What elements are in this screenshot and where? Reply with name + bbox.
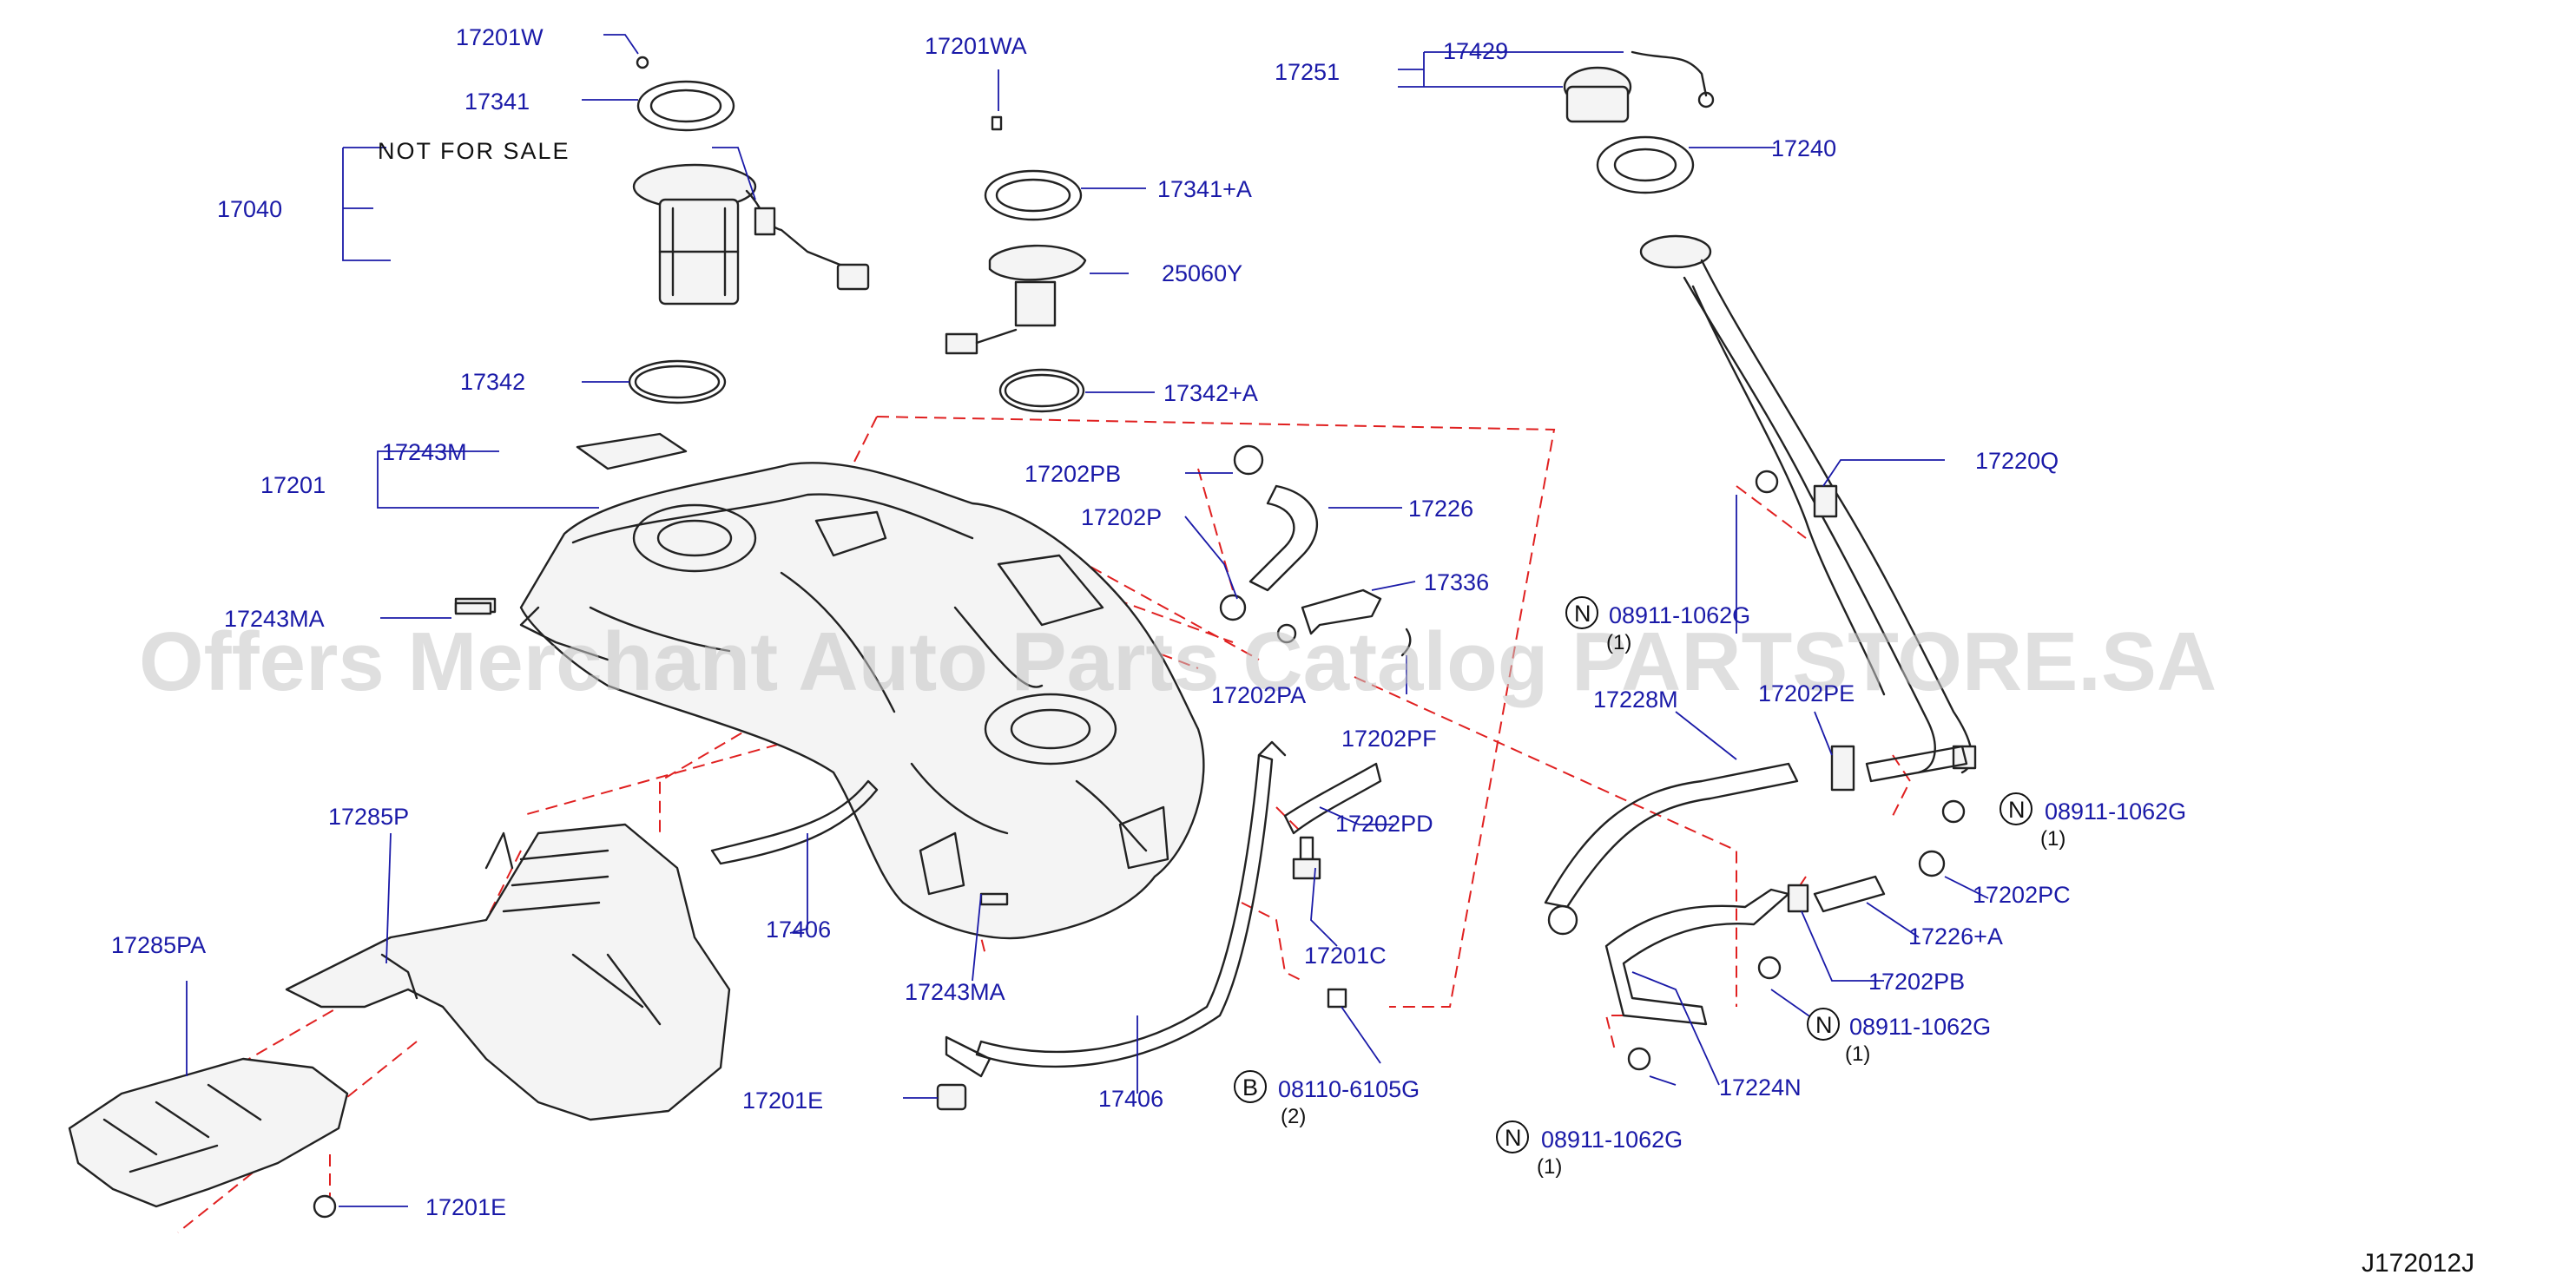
label-17226[interactable]: 17226	[1408, 496, 1473, 522]
label-17240[interactable]: 17240	[1771, 135, 1836, 161]
label-17341A[interactable]: 17341+A	[1157, 176, 1252, 202]
badge-b-letter: B	[1242, 1074, 1258, 1101]
label-17202P[interactable]: 17202P	[1081, 504, 1162, 530]
label-08110: 08110-6105G	[1278, 1076, 1420, 1102]
badge-n-icon	[2000, 792, 2032, 825]
badge-n-letter: N	[2008, 797, 2026, 823]
label-17202PB-top[interactable]: 17202PB	[1024, 461, 1121, 487]
qty-08911-c: (1)	[1845, 1042, 1870, 1066]
hoses-drawing	[1219, 444, 1968, 1026]
label-17285PA[interactable]: 17285PA	[111, 932, 206, 958]
label-17202PB-bottom[interactable]: 17202PB	[1868, 969, 1965, 995]
label-17243MA-left[interactable]: 17243MA	[224, 606, 325, 632]
label-17341[interactable]: 17341	[464, 89, 530, 115]
diagram-code: J172012J	[2362, 1249, 2474, 1278]
label-17285P[interactable]: 17285P	[328, 804, 409, 830]
label-17202PD[interactable]: 17202PD	[1335, 811, 1433, 837]
label-08911-d: 08911-1062G	[1541, 1127, 1683, 1153]
label-17342A[interactable]: 17342+A	[1163, 380, 1258, 406]
badge-n-icon	[1565, 596, 1598, 629]
fuel-level-sender-drawing	[945, 115, 1087, 413]
label-17243MA-bottom[interactable]: 17243MA	[905, 979, 1005, 1005]
leader-lines	[186, 34, 1989, 1207]
qty-08911-a: (1)	[1606, 631, 1631, 654]
filler-neck-drawing	[1563, 50, 1977, 774]
label-17201WA[interactable]: 17201WA	[925, 33, 1027, 59]
label-17040[interactable]: 17040	[217, 196, 282, 222]
callout-08911-b[interactable]: N 08911-1062G (1)	[2000, 792, 2186, 851]
callout-08911-a[interactable]: N 08911-1062G (1)	[1565, 596, 1750, 654]
callout-08911-d[interactable]: N 08911-1062G (1)	[1496, 1120, 1683, 1179]
badge-n-letter: N	[1815, 1012, 1833, 1038]
label-08911-b: 08911-1062G	[2045, 798, 2186, 825]
label-17406-b[interactable]: 17406	[1098, 1086, 1163, 1112]
qty-08110: (2)	[1281, 1105, 1306, 1128]
label-17342[interactable]: 17342	[460, 369, 525, 395]
label-08911-c: 08911-1062G	[1849, 1014, 1991, 1040]
label-17201C[interactable]: 17201C	[1304, 943, 1387, 969]
label-17251[interactable]: 17251	[1275, 59, 1340, 85]
label-17201E-b[interactable]: 17201E	[425, 1194, 506, 1220]
callout-08110[interactable]: B 08110-6105G (2)	[1234, 1070, 1420, 1128]
badge-n-icon	[1807, 1008, 1840, 1041]
watermark-text: Offers Merchant Auto Parts Catalog PARTS…	[139, 615, 2217, 708]
label-17202PA[interactable]: 17202PA	[1211, 682, 1306, 708]
label-08911-a: 08911-1062G	[1609, 602, 1750, 628]
fuel-tank-drawing	[519, 462, 1205, 940]
label-17226A[interactable]: 17226+A	[1908, 923, 2003, 950]
label-17202PC[interactable]: 17202PC	[1973, 882, 2071, 908]
badge-n-icon	[1496, 1120, 1529, 1153]
label-17201[interactable]: 17201	[260, 472, 326, 498]
label-17220Q[interactable]: 17220Q	[1975, 448, 2059, 474]
callout-08911-c[interactable]: N 08911-1062G (1)	[1807, 1008, 1991, 1066]
badge-n-letter: N	[1574, 601, 1591, 627]
label-17202PF[interactable]: 17202PF	[1341, 726, 1437, 752]
qty-08911-d: (1)	[1537, 1155, 1562, 1179]
label-17406-a[interactable]: 17406	[766, 917, 831, 943]
label-17201W[interactable]: 17201W	[456, 24, 544, 50]
label-17429[interactable]: 17429	[1443, 38, 1508, 64]
label-17202PE[interactable]: 17202PE	[1758, 680, 1855, 706]
label-17336[interactable]: 17336	[1424, 569, 1489, 595]
fasteners-drawing	[454, 470, 1966, 1111]
label-25060Y[interactable]: 25060Y	[1162, 260, 1242, 286]
badge-n-letter: N	[1505, 1125, 1522, 1151]
label-17224N[interactable]: 17224N	[1719, 1074, 1802, 1101]
label-17243M[interactable]: 17243M	[382, 439, 467, 465]
heat-shields-drawing	[68, 823, 731, 1219]
qty-08911-b: (1)	[2040, 827, 2065, 851]
label-17201E-a[interactable]: 17201E	[742, 1088, 823, 1114]
badge-b-icon	[1234, 1070, 1267, 1103]
tank-strap-drawing	[710, 740, 1287, 1068]
label-17228M[interactable]: 17228M	[1593, 687, 1678, 713]
not-for-sale-note: NOT FOR SALE	[378, 138, 570, 164]
part-labels: 17201W 17341 NOT FOR SALE 17040 17342 17…	[111, 24, 2474, 1278]
